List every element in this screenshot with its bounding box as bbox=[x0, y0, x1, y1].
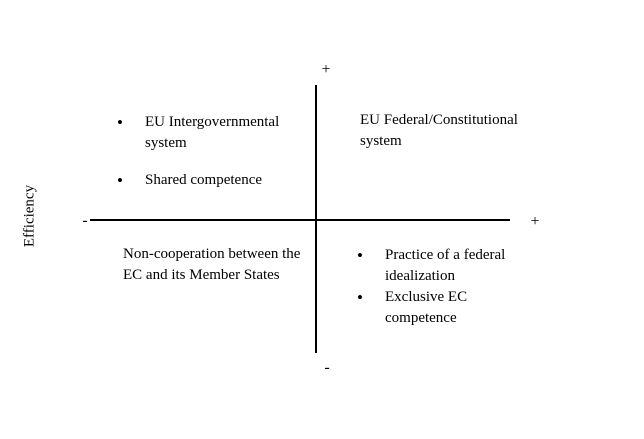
list-item: • EU Intergovernmental system bbox=[117, 112, 295, 154]
quadrant-top-right: EU Federal/Constitutional system bbox=[360, 112, 518, 149]
list-item-label: Practice of a federal idealization bbox=[385, 247, 506, 284]
list-item-label: EU Intergovernmental system bbox=[145, 114, 280, 151]
horizontal-axis-line bbox=[90, 219, 510, 221]
quadrant-bottom-right: • Practice of a federal idealization • E… bbox=[357, 245, 519, 329]
bullet-icon: • bbox=[357, 288, 363, 307]
quadrant-bottom-left: Non-cooperation between the EC and its M… bbox=[123, 246, 301, 283]
bullet-icon: • bbox=[357, 246, 363, 265]
quadrant-top-left: • EU Intergovernmental system • Shared c… bbox=[117, 112, 295, 191]
list-item: • Practice of a federal idealization bbox=[357, 245, 519, 287]
list-item-label: Shared competence bbox=[145, 172, 263, 188]
y-axis-name: Efficiency bbox=[21, 184, 38, 248]
horizontal-axis-plus-label: + bbox=[530, 213, 540, 230]
bullet-icon: • bbox=[117, 171, 123, 190]
bullet-icon: • bbox=[117, 113, 123, 132]
list-item: • Shared competence bbox=[117, 170, 295, 191]
horizontal-axis-minus-label: - bbox=[82, 212, 88, 229]
list-item-label: Exclusive EC competence bbox=[385, 289, 468, 326]
vertical-axis-plus-label: + bbox=[321, 61, 331, 78]
list-item: • Exclusive EC competence bbox=[357, 287, 519, 329]
vertical-axis-minus-label: - bbox=[324, 359, 330, 376]
